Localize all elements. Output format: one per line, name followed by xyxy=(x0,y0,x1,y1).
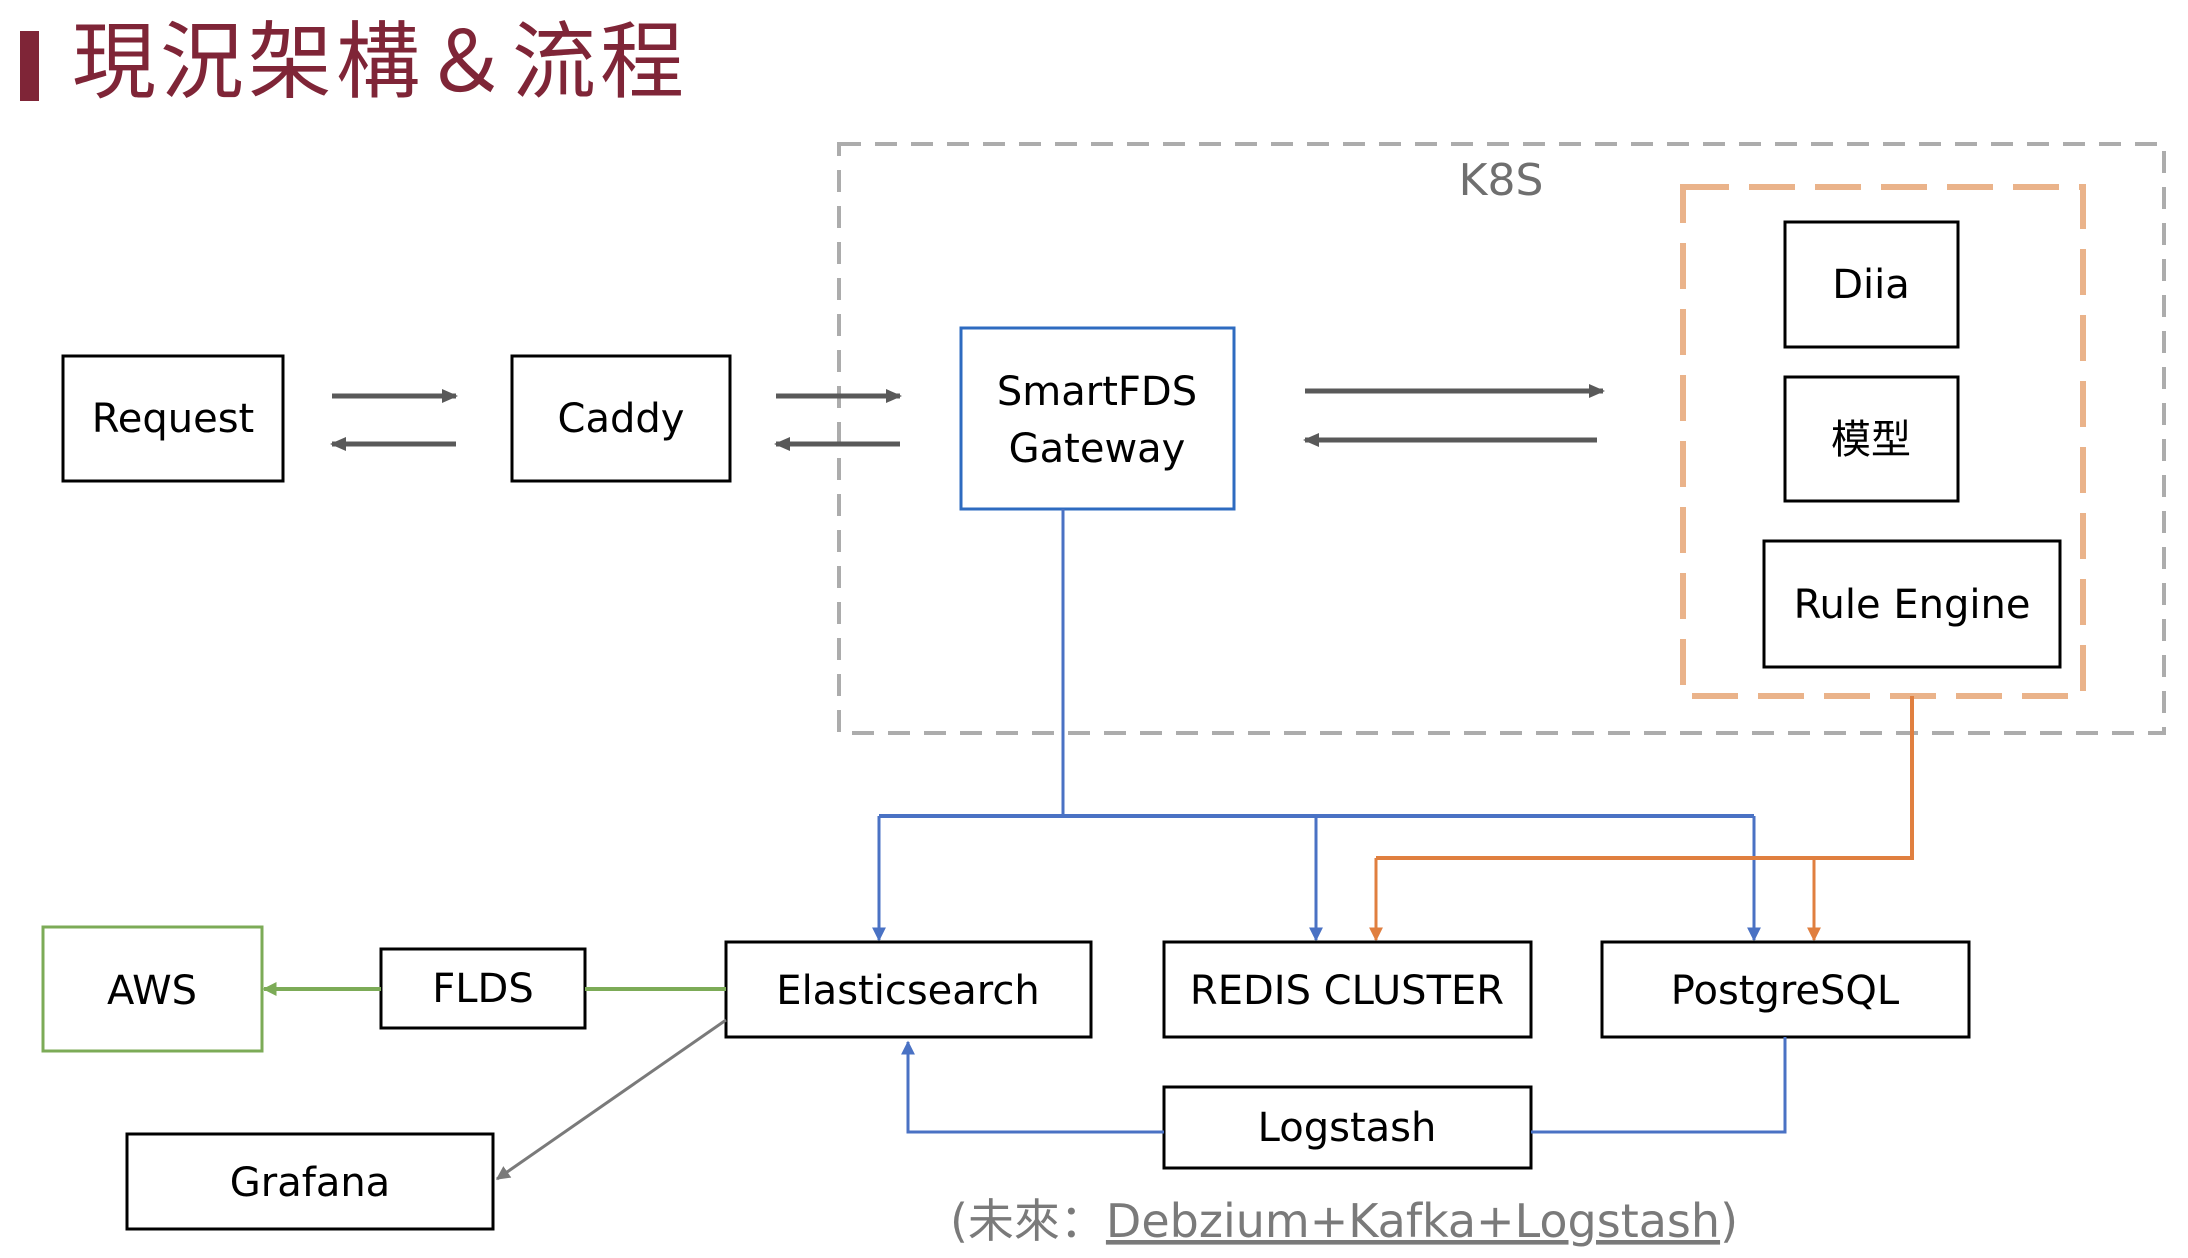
diia-label: Diia xyxy=(1832,262,1910,308)
k8s-label: K8S xyxy=(1459,155,1544,206)
redis-box xyxy=(1162,940,1533,1039)
request-node[interactable]: Request xyxy=(61,354,285,483)
future-plan-prefix: (未來： xyxy=(950,1194,1106,1248)
smartfds-gateway-node[interactable]: SmartFDS Gateway xyxy=(959,326,1236,511)
k8s-cluster-boundary xyxy=(837,142,2166,735)
diia-box xyxy=(1783,220,1960,349)
request-label: Request xyxy=(92,396,254,442)
flds-box xyxy=(379,947,587,1030)
model-box xyxy=(1783,375,1960,503)
diia-node[interactable]: Diia xyxy=(1783,220,1960,349)
caddy-node[interactable]: Caddy xyxy=(510,354,732,483)
elasticsearch-label: Elasticsearch xyxy=(776,968,1039,1014)
services-group-boundary xyxy=(1680,184,2086,699)
elasticsearch-node[interactable]: Elasticsearch xyxy=(724,940,1093,1039)
logstash-box xyxy=(1162,1085,1533,1170)
aws-node[interactable]: AWS xyxy=(41,925,264,1053)
rule-engine-label: Rule Engine xyxy=(1794,582,2031,628)
flds-label: FLDS xyxy=(432,966,533,1012)
aws-box xyxy=(41,925,264,1053)
line-postgres-to-logstash xyxy=(1531,1037,1787,1134)
page-title: 現況架構＆流程 xyxy=(72,13,689,111)
grafana-node[interactable]: Grafana xyxy=(125,1132,495,1231)
gateway-label-line1: SmartFDS xyxy=(997,369,1197,415)
title-accent-bar xyxy=(20,31,39,101)
arrow-elasticsearch-to-grafana xyxy=(495,1018,727,1181)
arrow-logstash-to-elasticsearch xyxy=(901,1040,1164,1134)
rule-engine-node[interactable]: Rule Engine xyxy=(1762,539,2062,669)
postgres-node[interactable]: PostgreSQL xyxy=(1600,940,1971,1039)
caddy-box xyxy=(510,354,732,483)
caddy-label: Caddy xyxy=(558,396,685,442)
postgres-box xyxy=(1600,940,1971,1039)
future-plan-stack: Debzium+Kafka+Logstash xyxy=(1106,1194,1720,1248)
elasticsearch-box xyxy=(724,940,1093,1039)
postgres-label: PostgreSQL xyxy=(1671,968,1900,1014)
model-label: 模型 xyxy=(1831,417,1911,463)
request-box xyxy=(61,354,285,483)
grafana-box xyxy=(125,1132,495,1231)
rule-engine-line xyxy=(1376,696,1914,860)
future-plan-suffix: ) xyxy=(1720,1194,1738,1248)
aws-label: AWS xyxy=(107,968,197,1014)
logstash-label: Logstash xyxy=(1258,1105,1437,1151)
gateway-label-line2: Gateway xyxy=(1009,426,1186,472)
gateway-box xyxy=(959,326,1236,511)
flds-node[interactable]: FLDS xyxy=(379,947,587,1030)
future-plan-note: (未來：Debzium+Kafka+Logstash) xyxy=(950,1194,1738,1248)
redis-label: REDIS CLUSTER xyxy=(1190,968,1504,1014)
model-node[interactable]: 模型 xyxy=(1783,375,1960,503)
rule-engine-box xyxy=(1762,539,2062,669)
grafana-label: Grafana xyxy=(230,1160,390,1206)
logstash-node[interactable]: Logstash xyxy=(1162,1085,1533,1170)
redis-cluster-node[interactable]: REDIS CLUSTER xyxy=(1162,940,1533,1039)
